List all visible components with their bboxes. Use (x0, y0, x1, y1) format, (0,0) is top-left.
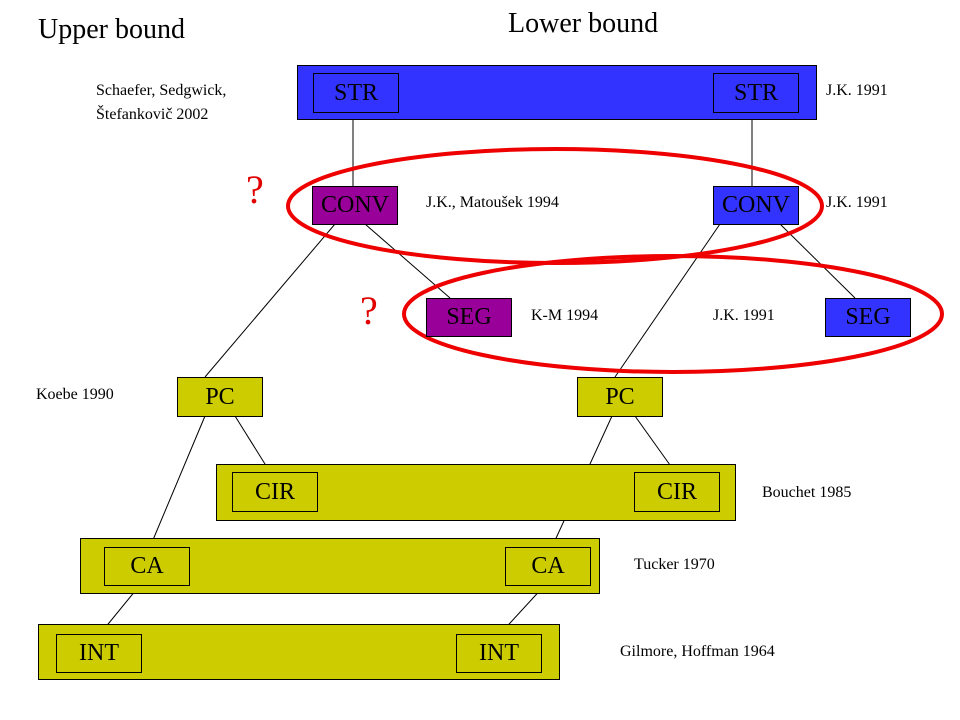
seg-right-box: SEG (825, 298, 911, 337)
int-right-box: INT (456, 634, 542, 673)
str-right-box: STR (713, 73, 799, 113)
highlight-ellipse-seg (402, 254, 944, 374)
citation-koebe: Koebe 1990 (36, 386, 114, 403)
edge-conv-pc-right (614, 223, 721, 378)
ca-right-box: CA (505, 547, 591, 586)
conv-right-box: CONV (713, 186, 799, 225)
seg-left-box: SEG (426, 298, 512, 337)
conv-left-box: CONV (312, 186, 398, 225)
citation-tucker: Tucker 1970 (634, 556, 715, 573)
lower-bound-heading: Lower bound (508, 8, 659, 39)
citation-km1994: K-M 1994 (531, 307, 599, 324)
int-left-box: INT (56, 634, 142, 673)
edge-pc-ca-left (149, 415, 206, 548)
citation-schaefer-line2: Štefankovič 2002 (96, 106, 209, 123)
cir-left-box: CIR (232, 472, 318, 512)
citation-jk-matousek: J.K., Matoušek 1994 (426, 194, 559, 211)
citation-gilmore: Gilmore, Hoffman 1964 (620, 643, 775, 660)
citation-jk1991-str: J.K. 1991 (826, 82, 888, 99)
citation-schaefer-line1: Schaefer, Sedgwick, (96, 82, 227, 99)
str-left-box: STR (313, 73, 399, 113)
cir-right-box: CIR (634, 472, 720, 512)
question-mark-seg: ? (360, 288, 378, 333)
edge-pc-cir-left (234, 415, 271, 473)
citation-jk1991-seg: J.K. 1991 (713, 307, 775, 324)
edge-conv-pc-left (204, 223, 336, 378)
edge-conv-seg-right (779, 223, 856, 299)
citation-jk1991-conv: J.K. 1991 (826, 194, 888, 211)
upper-bound-heading: Upper bound (38, 14, 185, 45)
pc-left-box: PC (177, 377, 263, 417)
pc-right-box: PC (577, 377, 663, 417)
citation-bouchet: Bouchet 1985 (762, 484, 852, 501)
ca-left-box: CA (104, 547, 190, 586)
question-mark-conv: ? (246, 167, 264, 212)
edge-pc-cir-right (634, 415, 676, 473)
